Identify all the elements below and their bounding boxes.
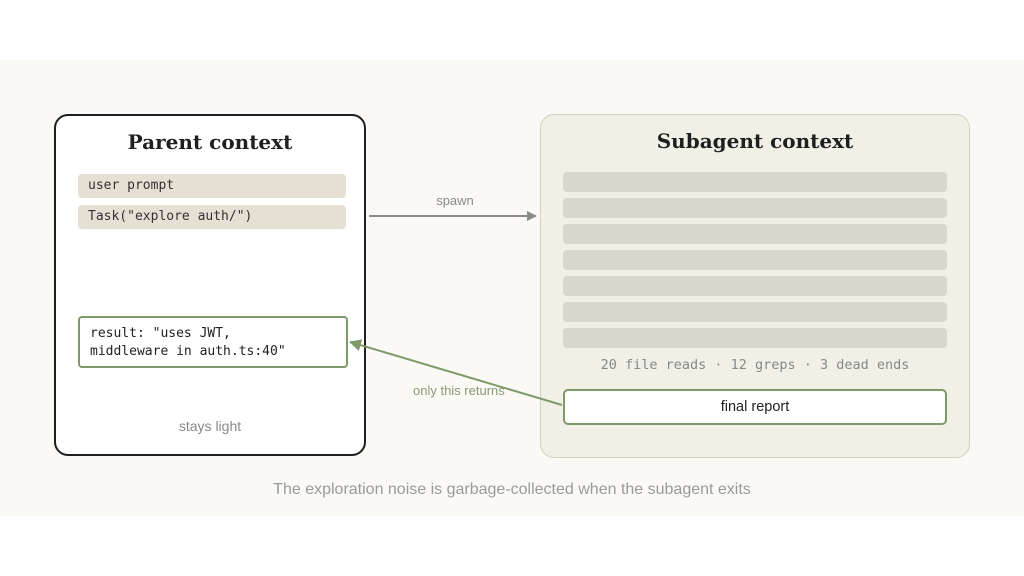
noise-bar [563, 172, 947, 192]
task-call-item: Task("explore auth/") [78, 205, 346, 229]
noise-bar [563, 276, 947, 296]
exploration-stats: 20 file reads · 12 greps · 3 dead ends [600, 357, 910, 373]
spawn-label: spawn [436, 193, 474, 208]
diagram-caption: The exploration noise is garbage-collect… [273, 481, 751, 498]
noise-bar [563, 328, 947, 348]
noise-bar [563, 302, 947, 322]
final-report-box: final report [563, 389, 947, 425]
parent-context-title: Parent context [127, 130, 293, 154]
noise-bar [563, 224, 947, 244]
noise-bar [563, 198, 947, 218]
parent-context-panel: Parent context user prompt Task("explore… [54, 114, 366, 456]
noise-bar [563, 250, 947, 270]
return-arrow [349, 339, 563, 406]
only-this-returns-label: only this returns [413, 383, 505, 398]
stays-light-label: stays light [178, 418, 242, 434]
result-box: result: "uses JWT, middleware in auth.ts… [78, 316, 348, 368]
subagent-context-panel: Subagent context 20 file reads · 12 grep… [540, 114, 970, 458]
user-prompt-item: user prompt [78, 174, 346, 198]
subagent-context-title: Subagent context [656, 129, 854, 153]
